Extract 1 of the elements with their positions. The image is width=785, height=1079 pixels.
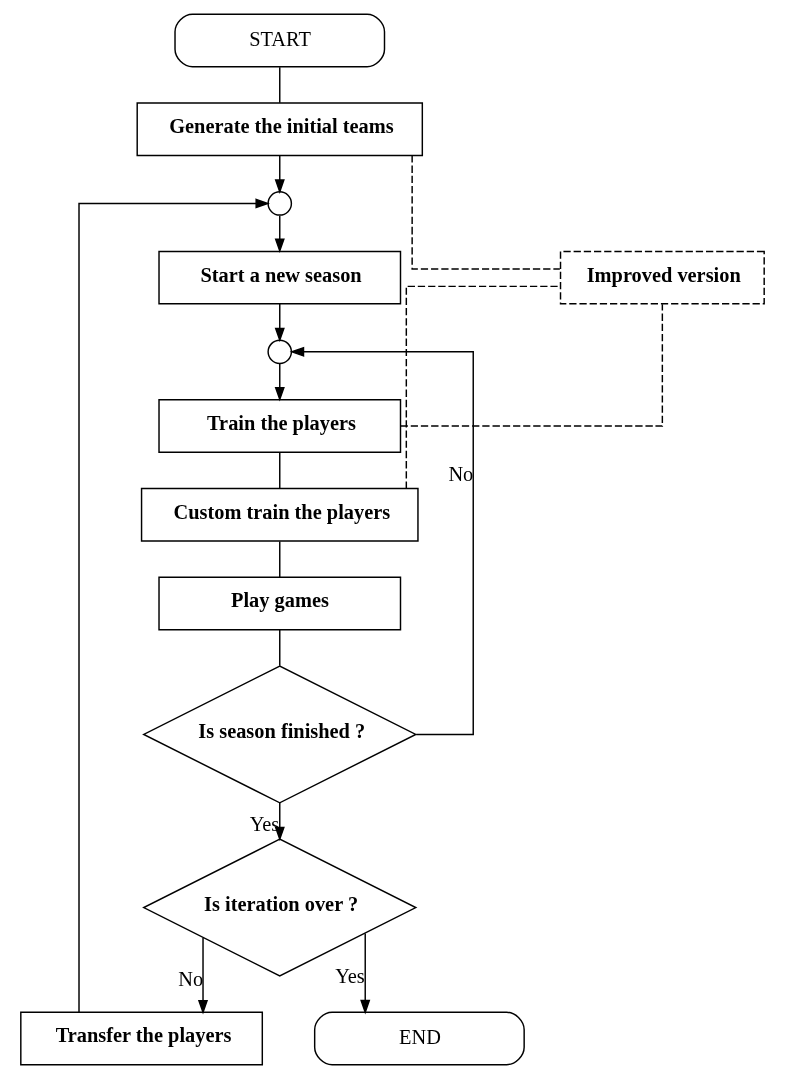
edge-label: No bbox=[448, 463, 474, 486]
